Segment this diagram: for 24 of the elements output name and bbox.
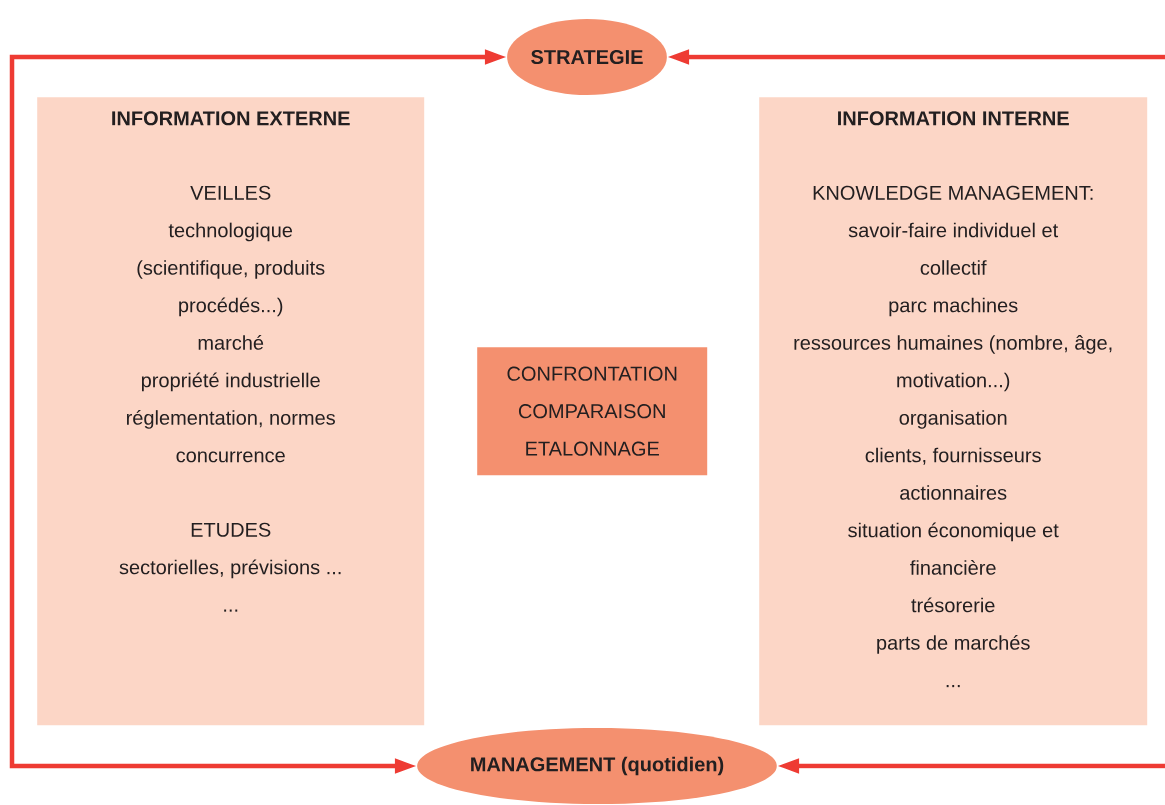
list-item: VEILLES bbox=[190, 185, 271, 200]
list-item: propriété industrielle bbox=[141, 372, 320, 392]
list-item: organisation bbox=[899, 410, 1007, 429]
list-item: ressources humaines (nombre, âge, motivation...) bbox=[794, 335, 1112, 392]
process-box: CONFRONTATION COMPARAISON ETALONNAGE bbox=[477, 347, 708, 476]
list-item: actionnaires bbox=[900, 485, 1007, 500]
list-item: réglementation, normes bbox=[127, 409, 335, 429]
panel bbox=[759, 97, 1148, 726]
list-item: ... bbox=[946, 685, 960, 688]
box-heading: INFORMATION EXTERNE bbox=[112, 111, 350, 126]
list-item: KNOWLEDGE MANAGEMENT: bbox=[813, 185, 1093, 200]
list-item: (scientifique, produits procédés...) bbox=[137, 260, 325, 317]
list-item: ETUDES bbox=[191, 522, 271, 537]
list-item: concurrence bbox=[176, 451, 285, 463]
list-item: clients, fournisseurs bbox=[865, 447, 1041, 465]
list-item: parts de marchés bbox=[877, 634, 1030, 654]
list-item: trésorerie bbox=[911, 597, 995, 613]
list-item: technologique bbox=[168, 222, 293, 242]
panel bbox=[37, 97, 425, 726]
list-item: sectorielles, prévisions ... bbox=[119, 559, 341, 579]
list-item: ... bbox=[224, 609, 238, 612]
list-item: parc machines bbox=[889, 297, 1018, 317]
box-heading: INFORMATION INTERNE bbox=[838, 111, 1069, 126]
list-item: marché bbox=[198, 334, 264, 350]
